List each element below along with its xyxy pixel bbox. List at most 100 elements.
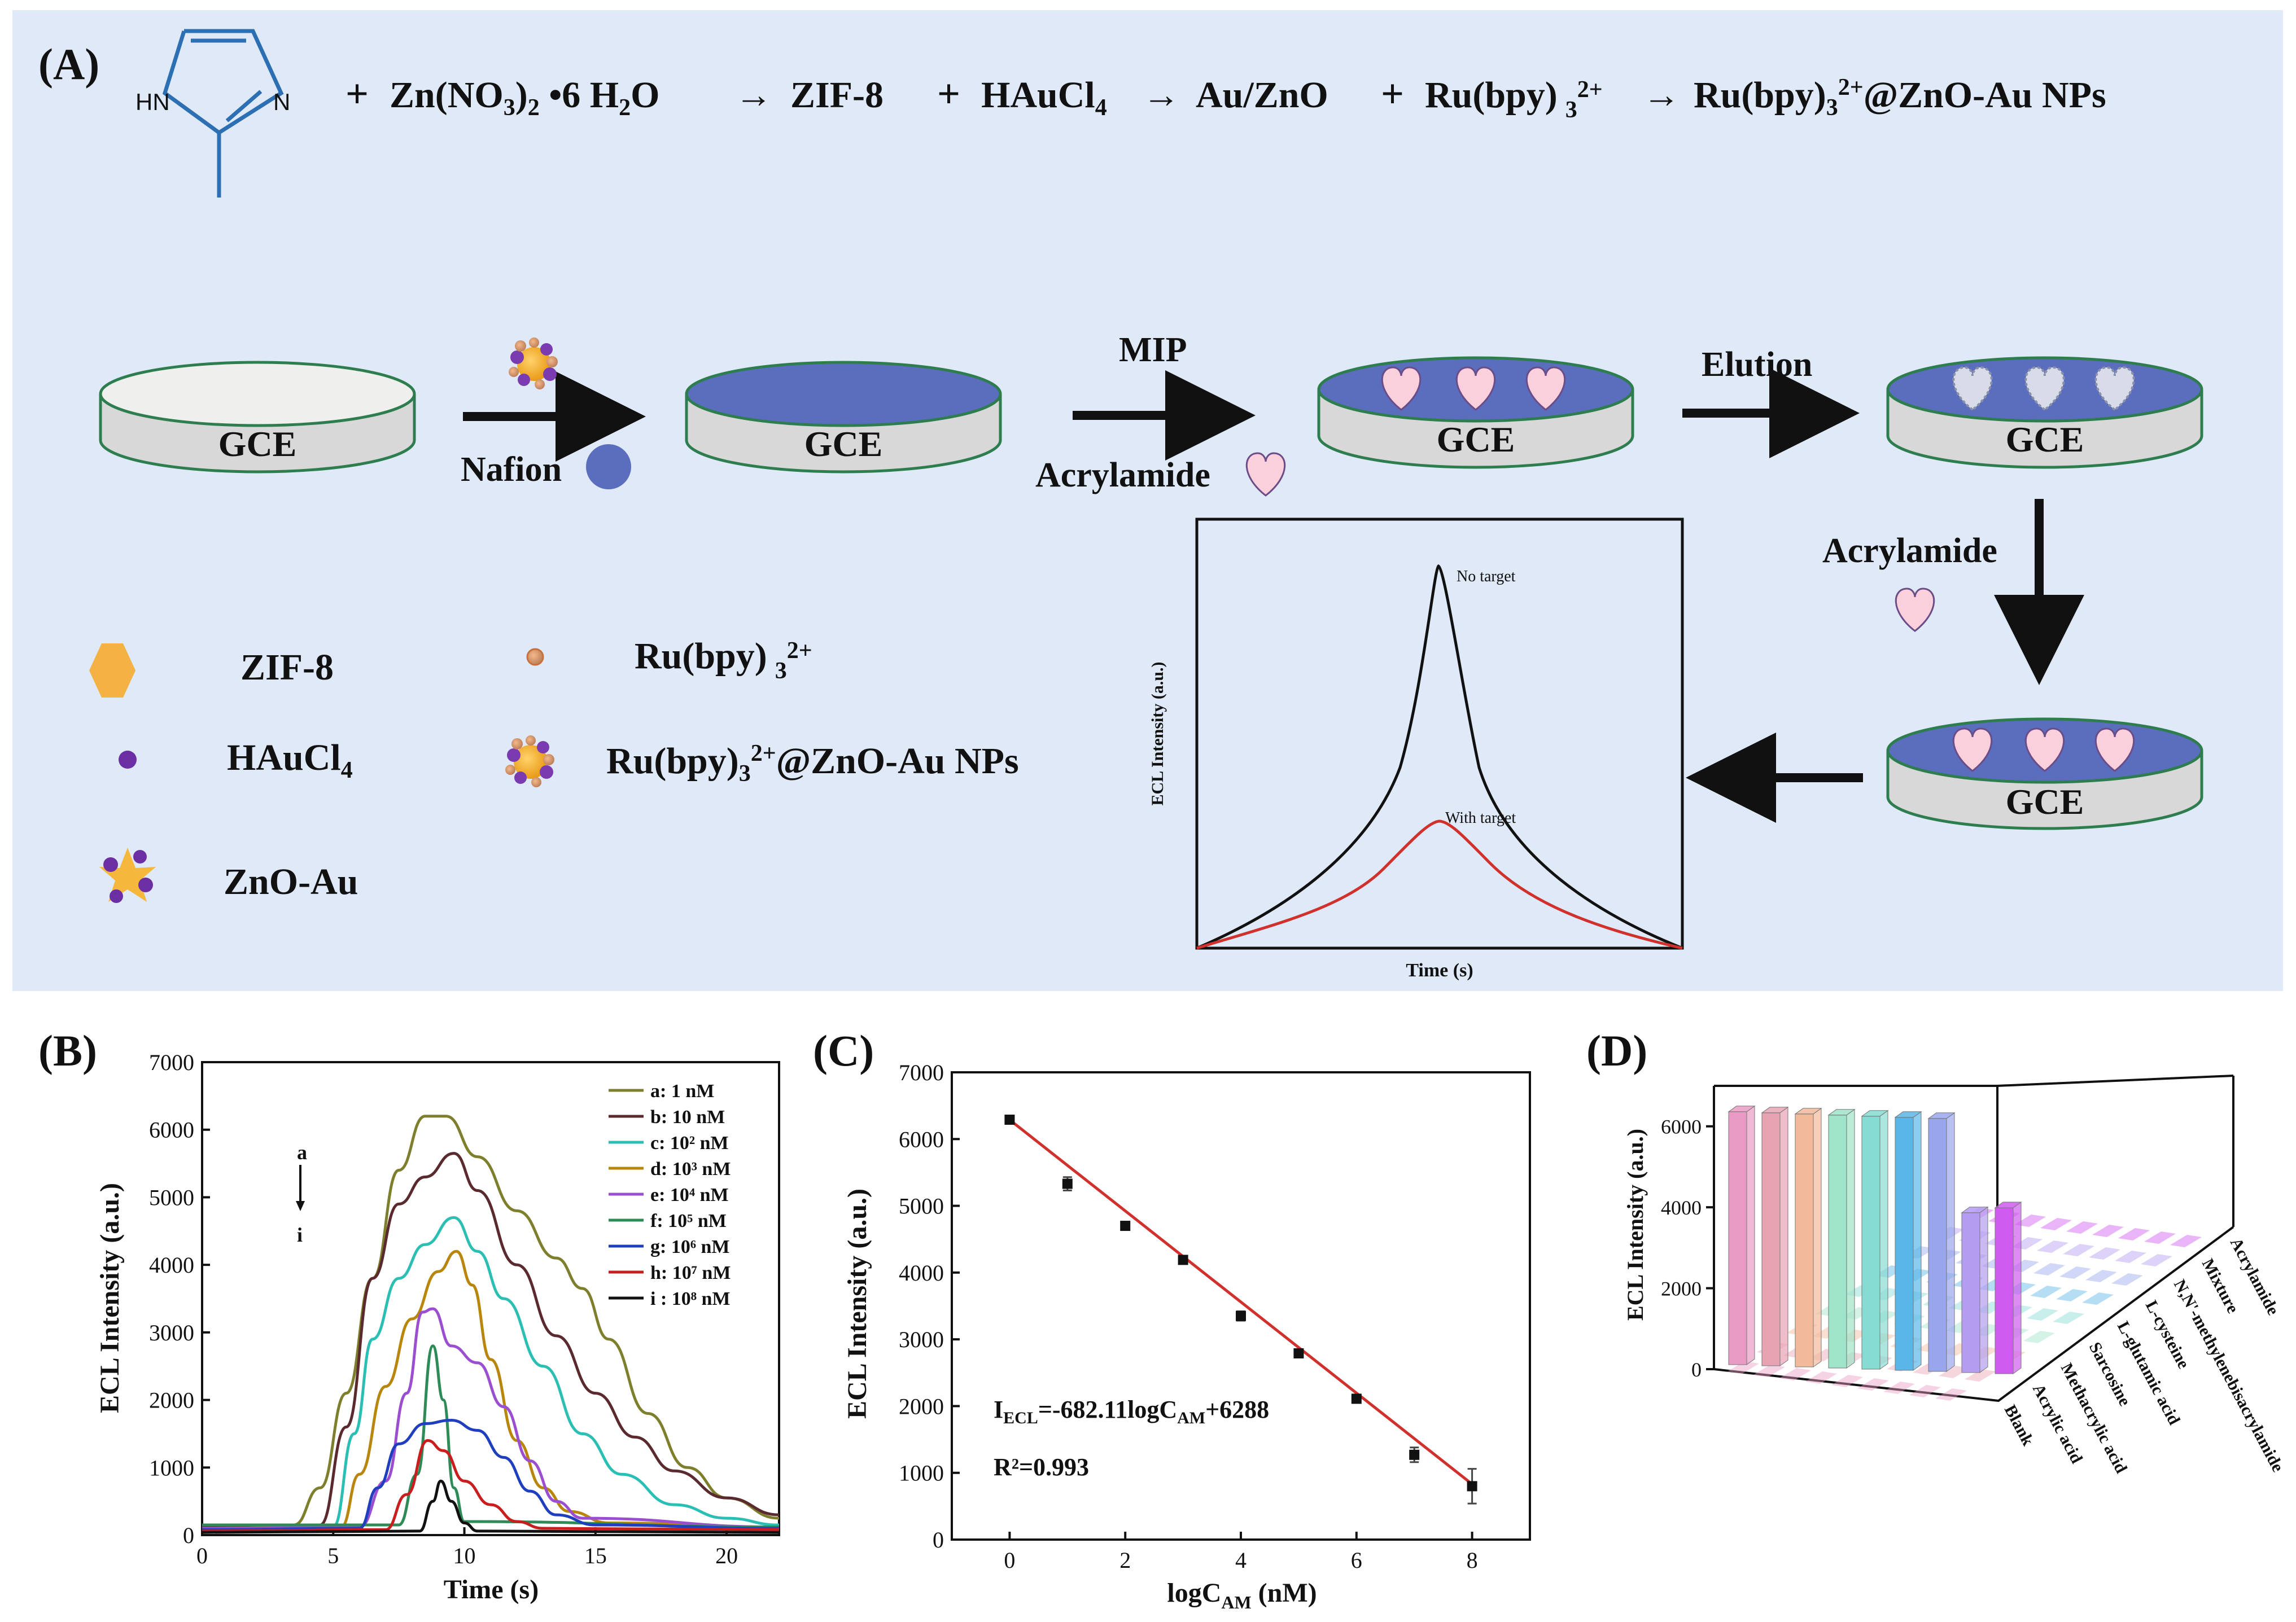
electrode-rebound: GCE xyxy=(1886,717,2203,830)
chart-c-ylabel: ECL Intensity (a.u.) xyxy=(842,1189,872,1419)
floor-tile xyxy=(1965,1369,1996,1382)
acrylamide-label: Acrylamide xyxy=(1035,456,1210,494)
zif8-hexagon-icon xyxy=(89,643,135,698)
data-point xyxy=(1351,1393,1362,1404)
fit-equation: IECL=-682.11logCAM+6288 xyxy=(994,1396,1269,1427)
floor-tile xyxy=(2111,1273,2143,1286)
bar xyxy=(1895,1117,1914,1371)
floor-tile xyxy=(2063,1244,2094,1256)
legend-entry: e: 10⁴ nM xyxy=(650,1185,729,1205)
legend-entry: b: 10 nM xyxy=(650,1107,725,1128)
floor-tile xyxy=(2144,1231,2176,1244)
legend-entry: i : 10⁸ nM xyxy=(650,1288,730,1309)
y-tick-label: 7000 xyxy=(899,1060,944,1085)
floor-tile xyxy=(1935,1388,1967,1401)
bar-top xyxy=(1894,1111,1922,1118)
floor-tile xyxy=(2141,1254,2172,1266)
chart-b-xlabel: Time (s) xyxy=(444,1575,539,1605)
data-point xyxy=(1293,1348,1304,1358)
data-point xyxy=(1236,1310,1246,1321)
panel-a-background xyxy=(12,10,2283,991)
arrow-3: → xyxy=(1643,74,1680,116)
panel-a-label: (A) xyxy=(38,40,99,89)
floor-tile xyxy=(2053,1312,2084,1324)
gce-label: GCE xyxy=(2006,419,2084,459)
floor-tile xyxy=(1728,1361,1759,1374)
floor-tile xyxy=(1831,1375,1863,1387)
electrode-mip: GCE xyxy=(1317,356,1634,469)
floor-tile xyxy=(2118,1228,2150,1240)
plus-sign: + xyxy=(346,71,369,116)
y-tick-label: 1000 xyxy=(899,1461,944,1486)
floor-tile xyxy=(2027,1308,2058,1321)
acrylamide-label-2: Acrylamide xyxy=(1822,532,1997,570)
y-tick-label: 3000 xyxy=(899,1327,944,1352)
bar-top xyxy=(1961,1207,1989,1213)
y-tick-label: 4000 xyxy=(899,1260,944,1286)
y-tick-label: 4000 xyxy=(1661,1196,1702,1219)
data-point xyxy=(1120,1221,1131,1231)
floor-tile xyxy=(1753,1365,1785,1377)
bar xyxy=(1861,1116,1880,1370)
series-line xyxy=(202,1152,779,1529)
floor-tile xyxy=(1883,1382,1915,1394)
legend-entry: f: 10⁵ nM xyxy=(650,1211,727,1231)
mip-label: MIP xyxy=(1119,331,1187,369)
zno-au-star-icon xyxy=(99,848,156,903)
y-tick-label: 2000 xyxy=(149,1388,194,1413)
series-line xyxy=(202,1344,779,1529)
series-line xyxy=(202,1115,779,1527)
au-zno-text: Au/ZnO xyxy=(1196,74,1328,116)
y-tick-label: 7000 xyxy=(149,1050,194,1075)
bar-side xyxy=(1813,1107,1822,1367)
bar-top xyxy=(1827,1109,1856,1116)
y-tick-label: 0 xyxy=(183,1523,194,1548)
bar xyxy=(1961,1212,1980,1373)
bar-side xyxy=(2013,1201,2022,1374)
imidazole-hn: HN xyxy=(135,89,170,115)
y-tick-label: 4000 xyxy=(149,1252,194,1278)
trend-label-i: i xyxy=(297,1224,303,1246)
bar-side xyxy=(1779,1106,1788,1366)
no-target-curve xyxy=(1196,564,1683,950)
legend-haucl4: HAuCl4 xyxy=(227,737,353,783)
y-tick-label: 5000 xyxy=(149,1185,194,1210)
chart-c-xlabel: logCAM (nM) xyxy=(1167,1578,1317,1612)
floor-tile xyxy=(2059,1266,2091,1279)
bar-side xyxy=(1746,1105,1755,1365)
floor-tile xyxy=(1779,1368,1811,1380)
y-tick-label: 6000 xyxy=(149,1117,194,1143)
zinc-nitrate: Zn(NO3)2 •6 H2O xyxy=(390,74,660,121)
data-point xyxy=(1178,1255,1188,1265)
floor-tile xyxy=(2023,1331,2055,1343)
category-label: Blank xyxy=(2001,1402,2037,1449)
y-tick-label: 5000 xyxy=(899,1194,944,1219)
bar-side xyxy=(1913,1111,1922,1371)
inset-frame xyxy=(1195,518,1684,950)
inset-ylabel: ECL Intensity (a.u.) xyxy=(1148,661,1167,805)
x-tick-label: 2 xyxy=(1119,1548,1131,1573)
gce-label: GCE xyxy=(804,424,883,464)
panel-d-label: (D) xyxy=(1586,1026,1647,1075)
bar-side xyxy=(1846,1108,1855,1369)
bar-top xyxy=(1861,1110,1889,1117)
bar xyxy=(1728,1111,1747,1365)
floor-tile xyxy=(2056,1289,2088,1301)
x-tick-label: 15 xyxy=(584,1543,607,1568)
ru-complex-text: Ru(bpy)32+ xyxy=(1425,74,1603,123)
y-tick-label: 1000 xyxy=(149,1455,194,1480)
y-tick-label: 3000 xyxy=(149,1320,194,1345)
zif8-text: ZIF-8 xyxy=(790,74,884,116)
ru-complex-dot-icon xyxy=(526,648,544,666)
data-point xyxy=(1004,1114,1015,1125)
series-line xyxy=(202,1216,779,1530)
bar xyxy=(1761,1112,1781,1366)
chart-d-axes xyxy=(1713,1086,2234,1402)
with-target-curve xyxy=(1196,819,1683,950)
product-text: Ru(bpy)32+@ZnO-Au NPs xyxy=(1694,74,2106,121)
legend-entry: c: 10² nM xyxy=(650,1133,729,1154)
